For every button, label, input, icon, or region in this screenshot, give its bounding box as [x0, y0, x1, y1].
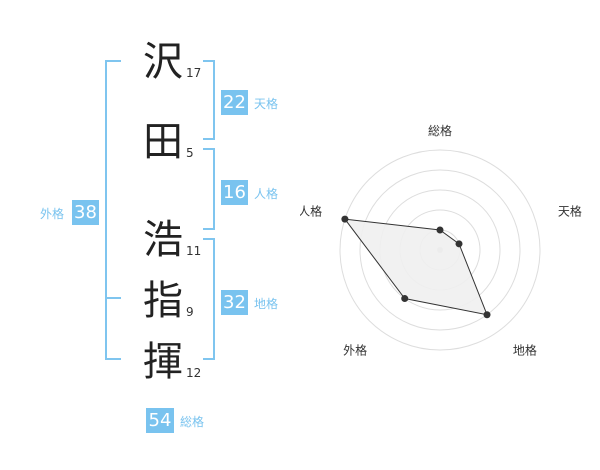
radar-axis-label-2: 天格 — [558, 204, 582, 219]
stroke-count-1: 17 — [186, 66, 202, 80]
stroke-count-2: 5 — [186, 146, 194, 160]
stroke-count-4: 9 — [186, 305, 194, 319]
radar-chart: 総格天格地格 外格 人格 — [300, 0, 600, 470]
name-diagram: 沢 17 田 5 浩 11 指 9 揮 12 22 天格 16 人格 32 地格… — [40, 39, 279, 433]
tenkaku-bracket — [203, 60, 215, 140]
radar-point-4 — [401, 295, 409, 303]
chikaku-value: 32 — [221, 290, 248, 315]
name-char-4: 指 — [143, 278, 183, 324]
name-char-1: 沢 — [143, 39, 183, 85]
chikaku-label: 地格 — [254, 297, 279, 311]
gaikaku-bracket-divider — [105, 297, 121, 299]
jinkaku-label: 人格 — [254, 187, 279, 201]
name-char-2: 田 — [143, 119, 183, 165]
chikaku-bracket — [203, 238, 215, 360]
stroke-count-3: 11 — [186, 244, 202, 258]
jinkaku-bracket — [203, 148, 215, 230]
radar-point-1 — [436, 226, 444, 234]
jinkaku-value: 16 — [221, 180, 248, 205]
radar-axis-label-4: 外格 — [343, 342, 367, 357]
soukaku-value: 54 — [146, 408, 174, 433]
radar-ring-5 — [339, 149, 541, 351]
radar-point-2 — [455, 240, 463, 248]
tenkaku-label: 天格 — [254, 97, 279, 111]
radar-axis-label-3: 地格 — [513, 342, 537, 357]
radar-axis-label-1: 総格 — [428, 123, 452, 138]
gaikaku-value: 38 — [72, 200, 99, 225]
radar-polygon — [343, 218, 488, 316]
radar-ring-4 — [359, 169, 521, 331]
gaikaku-bracket — [105, 60, 121, 360]
radar-point-3 — [483, 311, 491, 319]
name-char-3: 浩 — [143, 217, 183, 263]
gaikaku-label: 外格 — [40, 207, 65, 221]
radar-axis-label-5: 人格 — [300, 204, 322, 219]
name-char-5: 揮 — [143, 339, 183, 385]
stroke-count-5: 12 — [186, 366, 202, 380]
soukaku-label: 総格 — [180, 415, 205, 429]
tenkaku-value: 22 — [221, 90, 248, 115]
radar-point-5 — [341, 215, 349, 223]
